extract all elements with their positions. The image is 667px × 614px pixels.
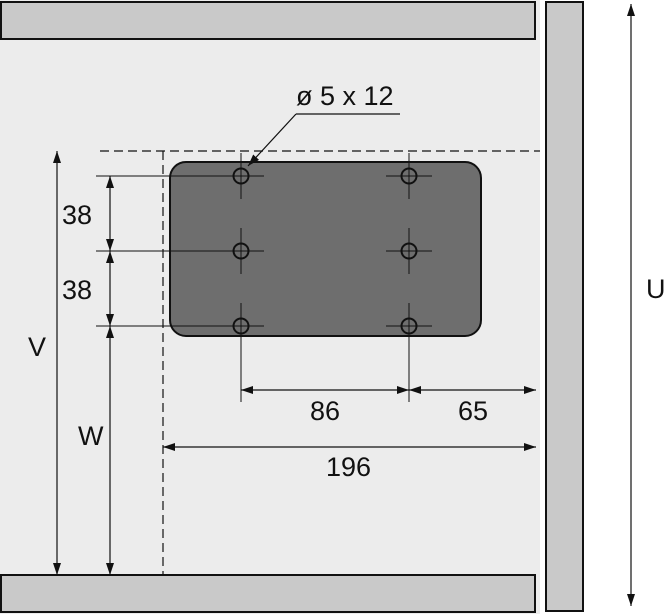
bottom-rail [0, 574, 536, 613]
dimension-u-label: U [646, 274, 666, 304]
side-wall [545, 1, 584, 612]
hole-spec-label: ø 5 x 12 [296, 81, 394, 111]
top-rail [0, 1, 536, 40]
hole-left-middle [218, 228, 264, 274]
dimension-w-label: W [78, 421, 104, 451]
hole-right-top [386, 153, 432, 199]
dimension-38-bottom-label: 38 [62, 275, 92, 305]
hole-right-middle [386, 228, 432, 274]
dimension-v-label: V [28, 332, 46, 362]
dimension-196-label: 196 [326, 452, 371, 482]
dimension-65-label: 65 [458, 396, 488, 426]
hole-left-top [218, 153, 264, 199]
dimension-86-label: 86 [310, 396, 340, 426]
hole-spec-leader-diagonal [247, 113, 297, 167]
mounting-plate [169, 161, 482, 337]
dimension-38-top-label: 38 [62, 200, 92, 230]
hole-right-bottom [386, 303, 432, 349]
hole-left-bottom [218, 303, 264, 349]
